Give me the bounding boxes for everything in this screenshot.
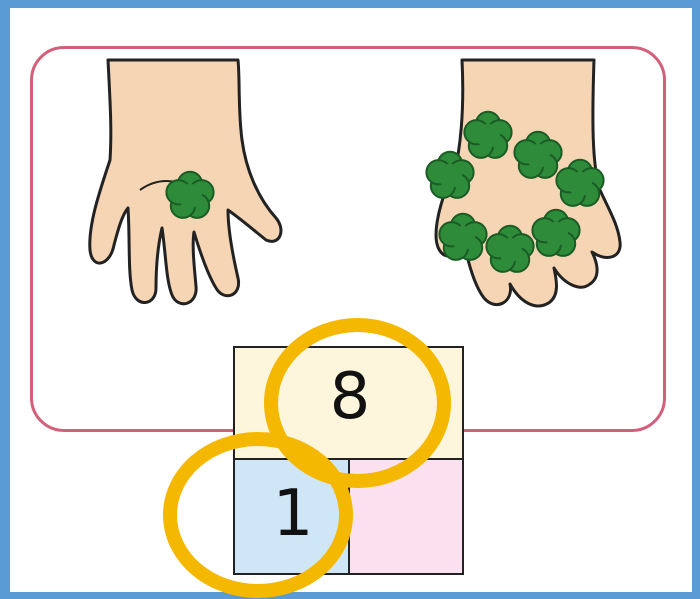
cube-right-7 xyxy=(532,210,579,256)
cube-left-1 xyxy=(166,172,213,218)
cube-right-2 xyxy=(514,132,561,178)
cube-right-1 xyxy=(464,112,511,158)
cube-right-3 xyxy=(556,160,603,206)
cube-right-6 xyxy=(486,226,533,272)
cube-right-5 xyxy=(439,214,486,260)
cube-right-4 xyxy=(426,152,473,198)
part-a-highlight-circle xyxy=(163,432,353,598)
